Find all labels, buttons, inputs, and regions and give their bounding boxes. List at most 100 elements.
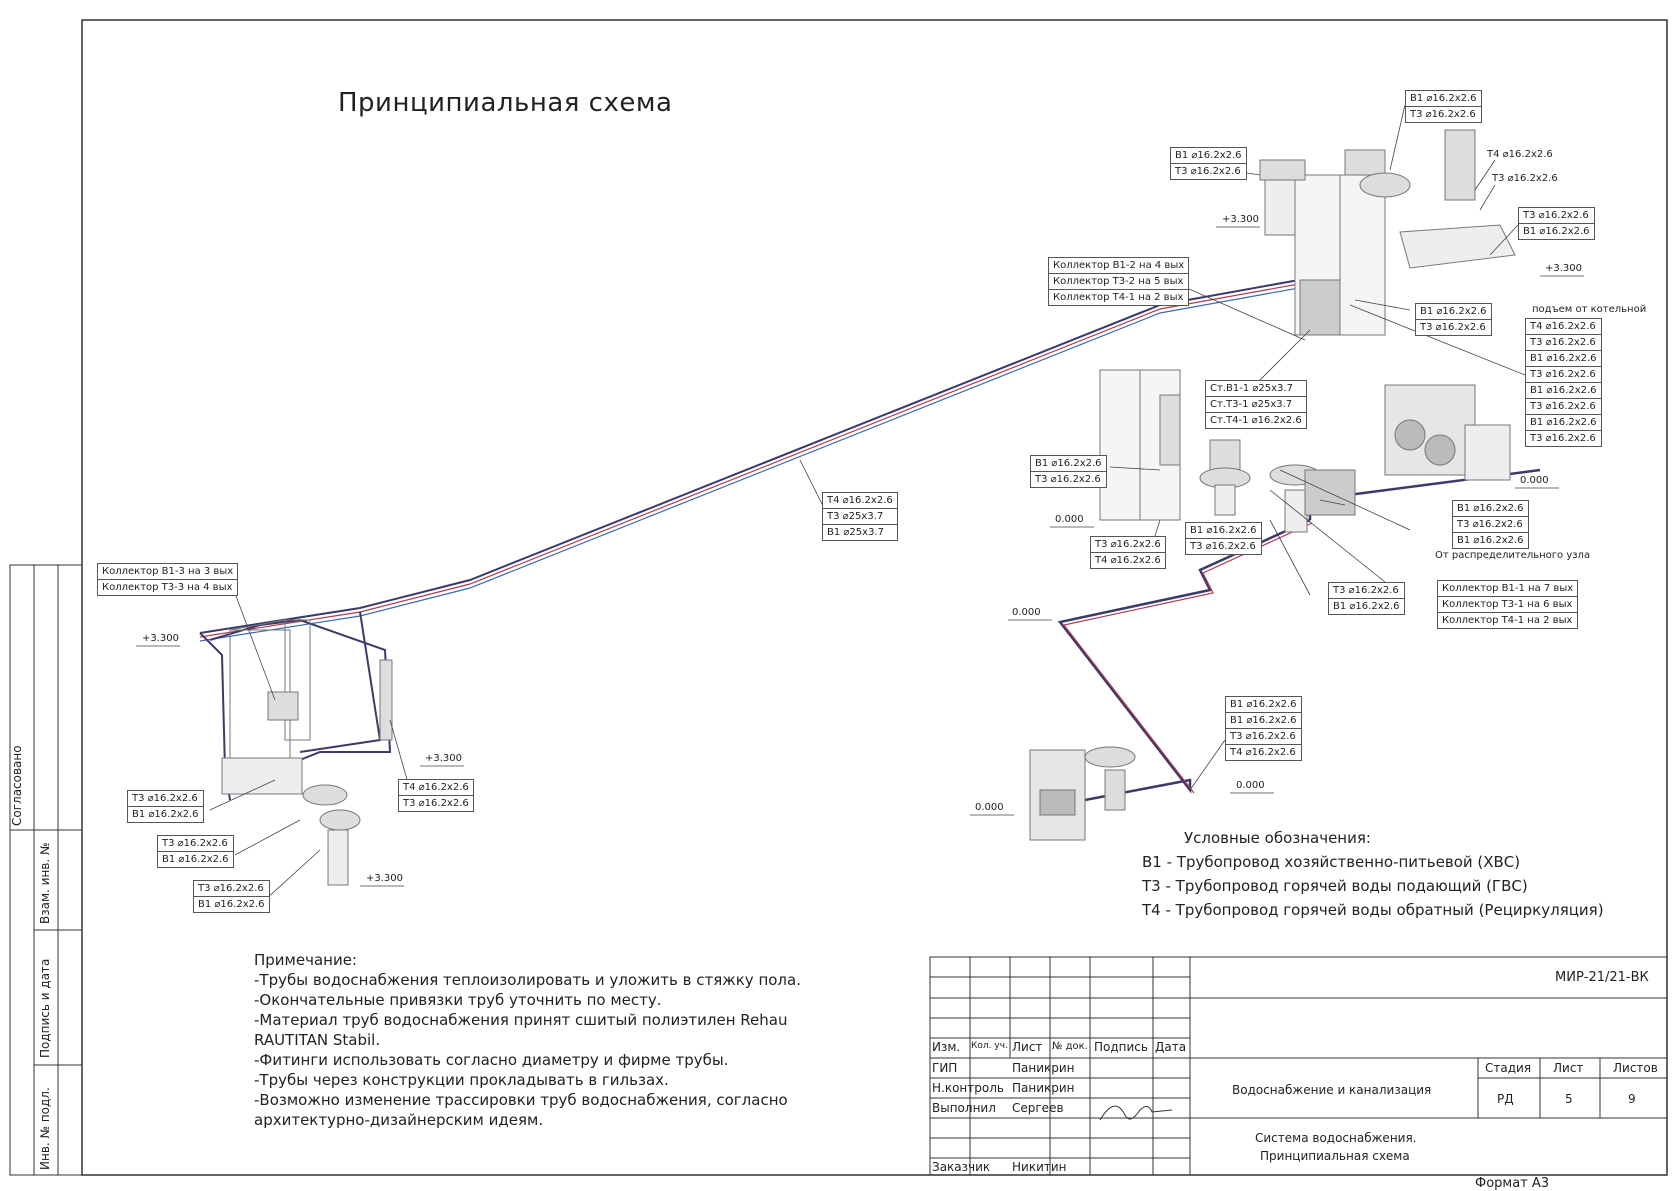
pipe-label: Т3 ⌀16.2х2.6 В1 ⌀16.2х2.6 [1328,582,1405,615]
boiler-annotation: подъем от котельной [1532,304,1647,315]
label-line: Т3 ⌀16.2х2.6 [403,798,469,809]
level-mark: 0.000 [1055,514,1084,525]
stage-value: РД [1497,1092,1514,1106]
note-line: -Трубы водоснабжения теплоизолировать и … [254,971,801,989]
notes-heading: Примечание: [254,951,357,969]
pipe-label: Т3 ⌀16.2х2.6 В1 ⌀16.2х2.6 [1518,207,1595,240]
col-izm: Изм. [932,1040,961,1054]
label-line: Т3 ⌀16.2х2.6 [158,836,233,852]
distribution-annotation: От распределительного узла [1435,550,1591,561]
label-line: В1 ⌀16.2х2.6 [162,854,229,865]
stamp-sign-date: Подпись и дата [38,958,52,1058]
sheets-value: 9 [1628,1092,1636,1106]
label-line: Ст.В1-1 ⌀25х3.7 [1206,381,1306,397]
pipe-label: В1 ⌀16.2х2.6 Т3 ⌀16.2х2.6 В1 ⌀16.2х2.6 [1452,500,1529,549]
label-line: В1 ⌀16.2х2.6 [1171,148,1246,164]
label-line: Т3 ⌀16.2х2.6 [1530,433,1596,444]
leader-lines [209,104,1526,901]
sheets-label: Листов [1613,1061,1658,1075]
legend-item: Т3 - Трубопровод горячей воды подающий (… [1142,877,1528,895]
label-line: Ст.Т3-1 ⌀25х3.7 [1206,397,1306,413]
label-line: Т3 ⌀16.2х2.6 [128,791,203,807]
pipe-label: В1 ⌀16.2х2.6 Т3 ⌀16.2х2.6 [1170,147,1247,180]
pipe-label: Т4 ⌀16.2х2.6 Т3 ⌀16.2х2.6 [398,779,474,812]
note-line: -Возможно изменение трассировки труб вод… [254,1091,788,1109]
label-line: В1 ⌀16.2х2.6 [1526,351,1601,367]
level-mark: +3.300 [425,753,463,764]
pipe-text: Т4 ⌀16.2х2.6 [1487,149,1553,160]
label-line: Коллектор Т4-1 на 2 вых [1053,292,1184,303]
col-date: Дата [1155,1040,1187,1054]
level-mark: +3.300 [142,633,180,644]
middle-right-fixtures [1099,369,1511,533]
label-line: Т3 ⌀16.2х2.6 [1226,729,1301,745]
col-list: Лист [1012,1040,1043,1054]
level-mark: +3.300 [1545,263,1583,274]
level-mark-lines [136,226,1584,887]
label-line: Т4 ⌀16.2х2.6 [823,493,897,509]
level-mark: 0.000 [1520,475,1549,486]
label-line: Т4 ⌀16.2х2.6 [1095,555,1161,566]
name-customer: Никитин [1012,1160,1067,1174]
label-line: Т3 ⌀16.2х2.6 [1329,583,1404,599]
label-line: В1 ⌀16.2х2.6 [1523,226,1590,237]
legend-item: Т4 - Трубопровод горячей воды обратный (… [1142,901,1604,919]
label-line: В1 ⌀16.2х2.6 [1186,523,1261,539]
bottom-fixtures [1029,746,1136,841]
role-ncontrol: Н.контроль [932,1081,1004,1095]
label-line: В1 ⌀16.2х2.6 [1226,713,1301,729]
pipe-text: Т3 ⌀16.2х2.6 [1492,173,1558,184]
label-line: Т3 ⌀16.2х2.6 [1519,208,1594,224]
label-line: Т3 ⌀25х3.7 [823,509,897,525]
name-gip: Паникрин [1012,1061,1075,1075]
label-line: В1 ⌀16.2х2.6 [1526,415,1601,431]
pipe-label: Т3 ⌀16.2х2.6 В1 ⌀16.2х2.6 [127,790,204,823]
drawing-title-1: Система водоснабжения. [1255,1131,1417,1145]
label-line: Ст.Т4-1 ⌀16.2х2.6 [1210,415,1302,426]
name-ncontrol: Паникрин [1012,1081,1075,1095]
role-gip: ГИП [932,1061,958,1075]
name-executor: Сергеев [1012,1101,1064,1115]
stamp-agreed: Согласовано [10,745,24,826]
label-line: В1 ⌀16.2х2.6 [1406,91,1481,107]
collector-label: Коллектор В1-1 на 7 вых Коллектор Т3-1 н… [1437,580,1579,629]
label-line: В1 ⌀16.2х2.6 [1453,501,1528,517]
label-line: В1 ⌀16.2х2.6 [1526,383,1601,399]
level-mark: +3.300 [366,873,404,884]
label-line: В1 ⌀16.2х2.6 [1031,456,1106,472]
level-mark: 0.000 [975,802,1004,813]
pipe-label: Т4 ⌀16.2х2.6 Т3 ⌀16.2х2.6 В1 ⌀16.2х2.6 Т… [1525,318,1602,447]
label-line: Т3 ⌀16.2х2.6 [194,881,269,897]
label-line: Т3 ⌀16.2х2.6 [1526,399,1601,415]
pipe-label: В1 ⌀16.2х2.6 Т3 ⌀16.2х2.6 [1030,455,1107,488]
paper-format: Формат А3 [1475,1176,1550,1191]
side-stamp [9,564,83,1176]
label-line: Т3 ⌀16.2х2.6 [1190,541,1256,552]
drawing-code: МИР-21/21-ВК [1555,970,1649,985]
left-fixtures [221,619,393,886]
riser-label: Ст.В1-1 ⌀25х3.7 Ст.Т3-1 ⌀25х3.7 Ст.Т4-1 … [1205,380,1307,429]
pipe-label: В1 ⌀16.2х2.6 В1 ⌀16.2х2.6 Т3 ⌀16.2х2.6 Т… [1225,696,1302,761]
label-line: Т4 ⌀16.2х2.6 [399,780,473,796]
pipe-label: Т3 ⌀16.2х2.6 Т4 ⌀16.2х2.6 [1090,536,1166,569]
label-line: Т3 ⌀16.2х2.6 [1035,474,1101,485]
col-sign: Подпись [1094,1040,1148,1054]
title-block-grid [929,956,1668,1176]
label-line: Т3 ⌀16.2х2.6 [1453,517,1528,533]
note-line: -Фитинги использовать согласно диаметру … [254,1051,729,1069]
legend-heading: Условные обозначения: [1184,829,1371,847]
role-executor: Выполнил [932,1101,996,1115]
pipe-label: В1 ⌀16.2х2.6 Т3 ⌀16.2х2.6 [1185,522,1262,555]
label-line: В1 ⌀16.2х2.6 [1226,697,1301,713]
level-mark: 0.000 [1012,607,1041,618]
label-line: Т3 ⌀16.2х2.6 [1091,537,1165,553]
pipe-label: Т3 ⌀16.2х2.6 В1 ⌀16.2х2.6 [193,880,270,913]
label-line: В1 ⌀16.2х2.6 [132,809,199,820]
project-name: Водоснабжение и канализация [1232,1083,1432,1097]
notes: Примечание: -Трубы водоснабжения теплоиз… [254,950,801,1130]
legend-item: В1 - Трубопровод хозяйственно-питьевой (… [1142,853,1521,871]
note-line: -Материал труб водоснабжения принят сшит… [254,1011,788,1029]
stamp-inv-orig: Инв. № подл. [38,1087,52,1170]
label-line: Т4 ⌀16.2х2.6 [1230,747,1296,758]
label-line: Т3 ⌀16.2х2.6 [1526,335,1601,351]
